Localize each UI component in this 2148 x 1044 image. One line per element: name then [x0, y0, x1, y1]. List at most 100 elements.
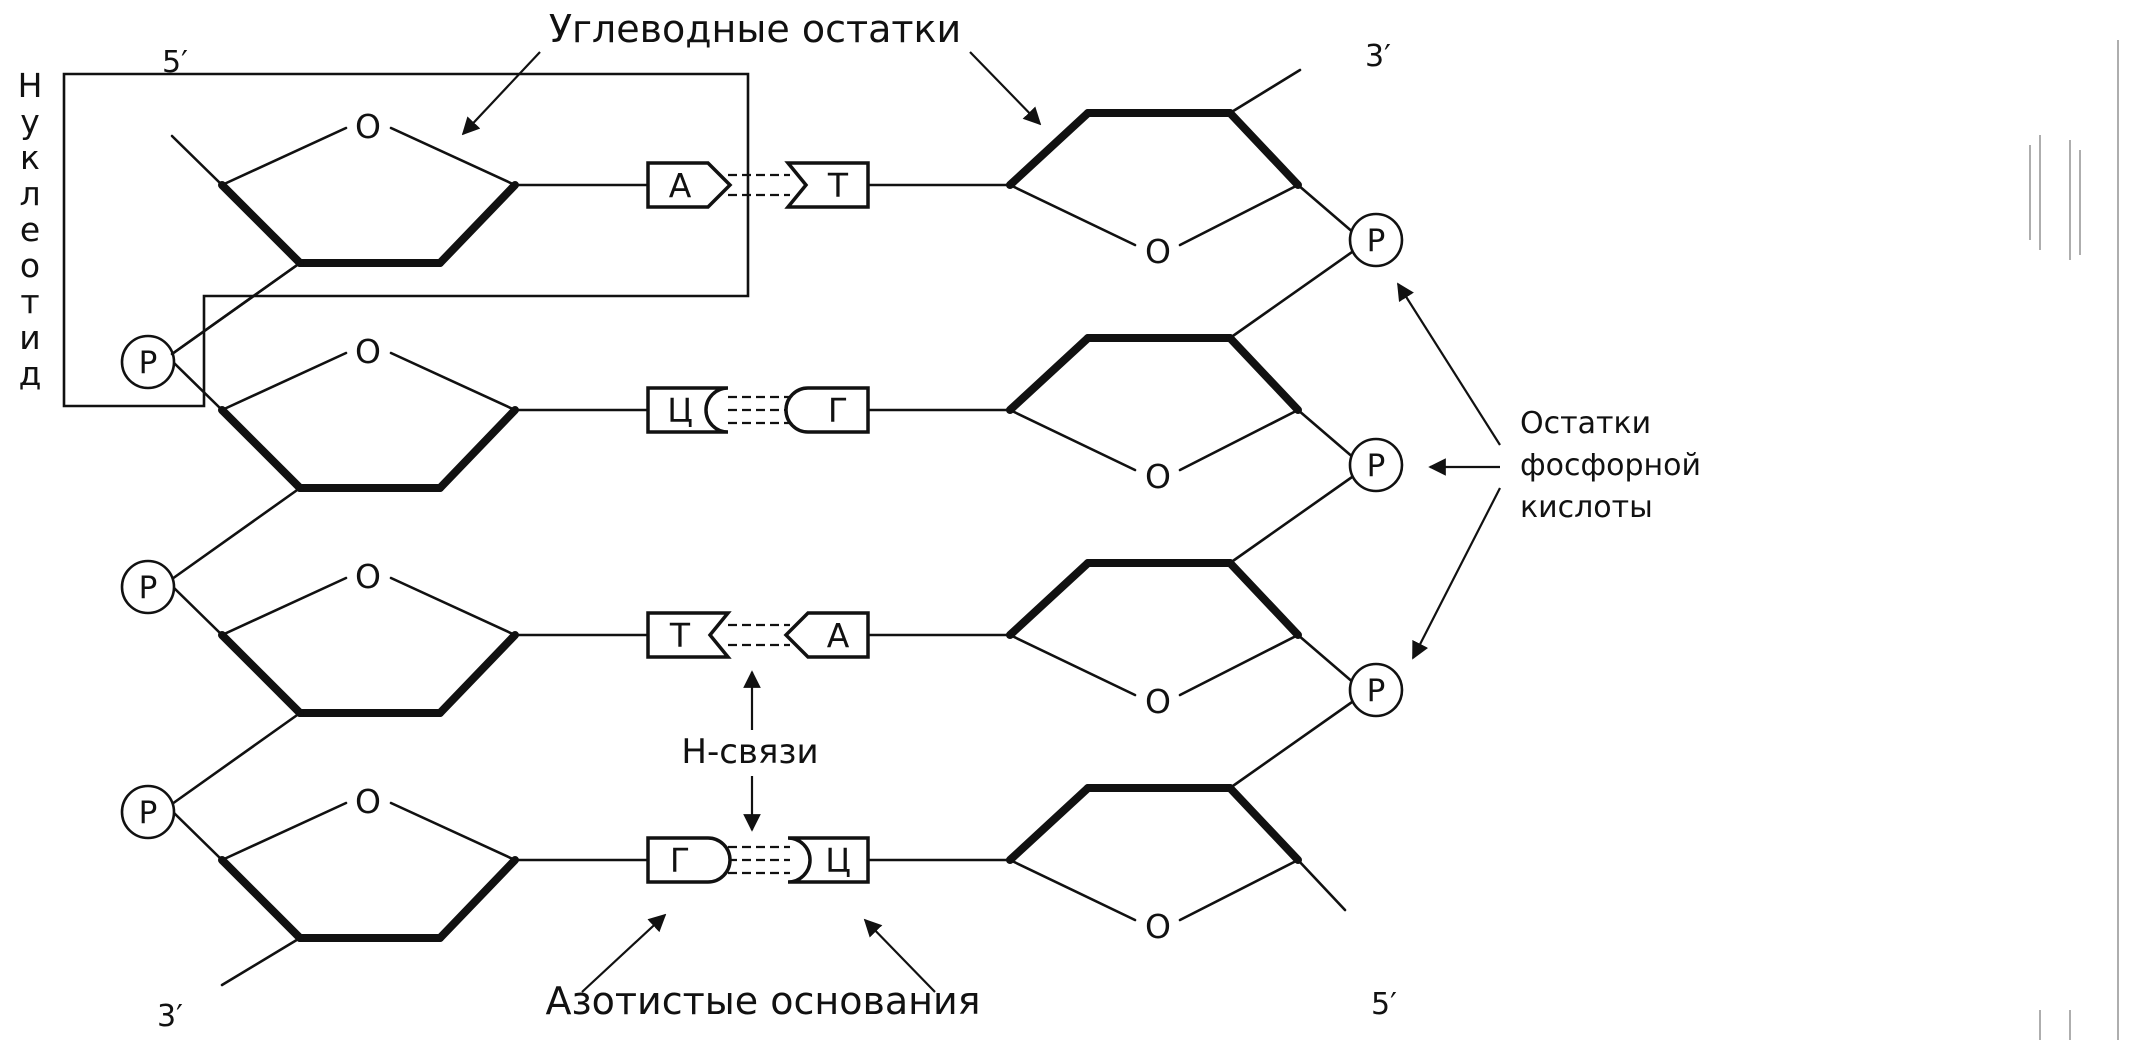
ring-bond: [389, 576, 517, 637]
ring-bond-bold: [436, 856, 519, 942]
end-label-bottom-right: 5′: [1371, 987, 1397, 1022]
base-letter: Ц: [667, 391, 693, 430]
base-letter: Г: [670, 841, 690, 880]
ring-bond-bold: [436, 406, 519, 492]
backbone-bond: [170, 261, 302, 356]
ring-bond: [1178, 408, 1300, 472]
phosphate-circle: [1348, 662, 1404, 718]
right-sugar: O: [866, 468, 1364, 721]
ring-bond: [1008, 633, 1137, 697]
base-shape: [784, 386, 870, 434]
ring-bond-bold: [1226, 334, 1302, 414]
nucleotide-bracket: [62, 72, 750, 408]
phosphate-label: P: [139, 570, 158, 606]
phosphate-group: P: [120, 559, 176, 615]
base-left: Г: [646, 836, 732, 884]
scan-artifacts: [2029, 40, 2119, 1040]
nucleotide-letter: о: [20, 246, 40, 285]
ring-bond-bold: [218, 856, 304, 942]
phosphate-group: P: [1348, 212, 1404, 268]
ring-bond: [389, 801, 517, 862]
ring-bond: [1008, 408, 1137, 472]
bases-arrow-right: [863, 918, 936, 993]
base-letter: Т: [669, 616, 691, 655]
ring-oxygen-label: O: [1145, 907, 1171, 946]
ring-oxygen-label: O: [1145, 232, 1171, 271]
ring-bond: [220, 801, 348, 862]
nucleotide-label: Н у к л е о т и д: [18, 66, 43, 393]
ring-bond: [389, 126, 517, 187]
phosphate-circle: [120, 784, 176, 840]
phosphate-group: P: [120, 784, 176, 840]
base-shape: [646, 611, 732, 659]
phosphate-circle: [1348, 437, 1404, 493]
end-label-bottom-left: 3′: [157, 999, 183, 1034]
left-sugar: O: [170, 332, 650, 581]
bases-label: Азотистые основания: [545, 979, 980, 1023]
backbone-bond: [170, 711, 302, 806]
backbone-bond: [1228, 468, 1364, 565]
phosphate-label-line2: фосфорной: [1520, 448, 1701, 483]
left-sugar: O: [170, 782, 650, 987]
ring-bond: [1178, 633, 1300, 697]
ring-bond-bold: [1006, 784, 1092, 864]
base-shape: [646, 161, 733, 209]
ring-bond-bold: [436, 631, 519, 717]
ring-oxygen-label: O: [355, 107, 381, 146]
phosphate-label: P: [1367, 673, 1386, 709]
base-letter: Ц: [825, 841, 851, 880]
base-letter: А: [669, 166, 692, 205]
ring-bond-bold: [1006, 559, 1092, 639]
base-left: Ц: [646, 386, 729, 434]
carbohydrate-arrow-right: [969, 51, 1042, 126]
base-shape: [646, 836, 732, 884]
right-strand: O O O O P P P: [866, 68, 1404, 946]
phosphate-circle: [1348, 212, 1404, 268]
phosphate-group: P: [120, 334, 176, 390]
nucleotide-letter: Н: [18, 66, 43, 105]
base-left: А: [646, 161, 733, 209]
end-label-top-left: 5′: [162, 45, 188, 80]
base-shape: [784, 161, 870, 209]
ring-bond-bold: [218, 406, 304, 492]
strand-end-bond: [220, 936, 302, 987]
ring-oxygen-label: O: [1145, 457, 1171, 496]
phosphate-circle: [120, 334, 176, 390]
ring-bond: [220, 576, 348, 637]
phosphate-label-line3: кислоты: [1520, 490, 1653, 525]
left-sugar: O: [170, 107, 650, 356]
right-sugar: O: [866, 243, 1364, 496]
ring-to-phosphate-bond: [170, 584, 224, 637]
ring-bond: [1008, 858, 1137, 922]
ring-bond-bold: [1006, 334, 1092, 414]
phosphate-group: P: [1348, 437, 1404, 493]
ring-oxygen-label: O: [1145, 682, 1171, 721]
strand-end-bond: [1296, 858, 1347, 912]
carbohydrate-arrow-left: [461, 51, 541, 136]
nucleotide-letter: л: [19, 174, 40, 213]
base-letter: Г: [828, 391, 848, 430]
ring-bond: [1178, 183, 1300, 247]
left-strand: O O O O P P P: [120, 107, 650, 987]
strand-end-bond: [1228, 68, 1302, 115]
ring-bond-bold: [436, 181, 519, 267]
ring-to-phosphate-bond: [170, 359, 224, 412]
base-shape: [787, 836, 870, 884]
ring-to-phosphate-bond: [170, 809, 224, 862]
base-right: Ц: [787, 836, 870, 884]
ring-oxygen-label: O: [355, 557, 381, 596]
end-label-top-right: 3′: [1365, 39, 1391, 74]
base-right: Г: [784, 386, 870, 434]
ring-bond: [389, 351, 517, 412]
backbone-bond: [1228, 243, 1364, 340]
phosphate-arrow-down: [1412, 487, 1501, 660]
nucleotide-letter: у: [20, 102, 40, 141]
ring-bond-bold: [1226, 559, 1302, 639]
ring-oxygen-label: O: [355, 782, 381, 821]
ring-oxygen-label: O: [355, 332, 381, 371]
